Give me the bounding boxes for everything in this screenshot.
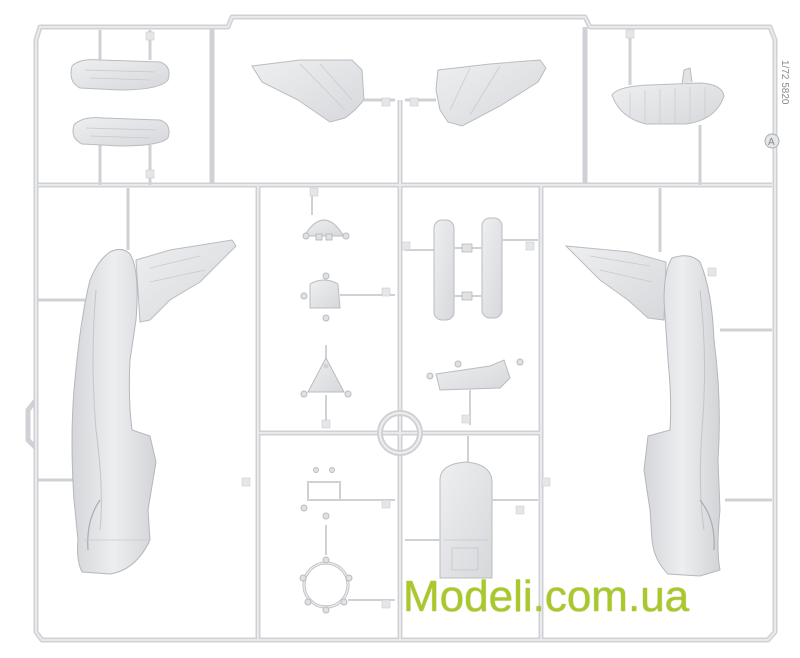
part-cowl-cover (611, 30, 725, 185)
part-strut-left (405, 219, 455, 321)
part-engine-ring (299, 525, 395, 614)
part-triangle-plate (300, 345, 352, 420)
part-tailplane-right (405, 59, 547, 127)
sprue-letter: A (768, 137, 775, 148)
part-fuselage-right (564, 188, 772, 577)
part-tailplane-left (251, 59, 395, 123)
sprue-code-label: 1/72 5820 (779, 60, 790, 105)
part-number-tags (145, 29, 717, 609)
part-panel-lower (72, 117, 170, 185)
part-bracket (426, 358, 524, 425)
part-strut-right (454, 217, 538, 319)
part-small-mount-1 (302, 190, 350, 241)
watermark-text: Modeli.com.ua (403, 572, 690, 621)
sprue-letter-badge (764, 133, 780, 149)
part-small-mount-2 (300, 272, 395, 322)
svg-text:1/72 5820: 1/72 5820 (779, 60, 790, 105)
sprue-frame-highlight (35, 16, 776, 641)
part-bulkhead (405, 436, 538, 579)
part-panel-upper (70, 30, 170, 91)
part-fuselage-left (38, 188, 237, 575)
part-seat-frame (300, 467, 395, 520)
